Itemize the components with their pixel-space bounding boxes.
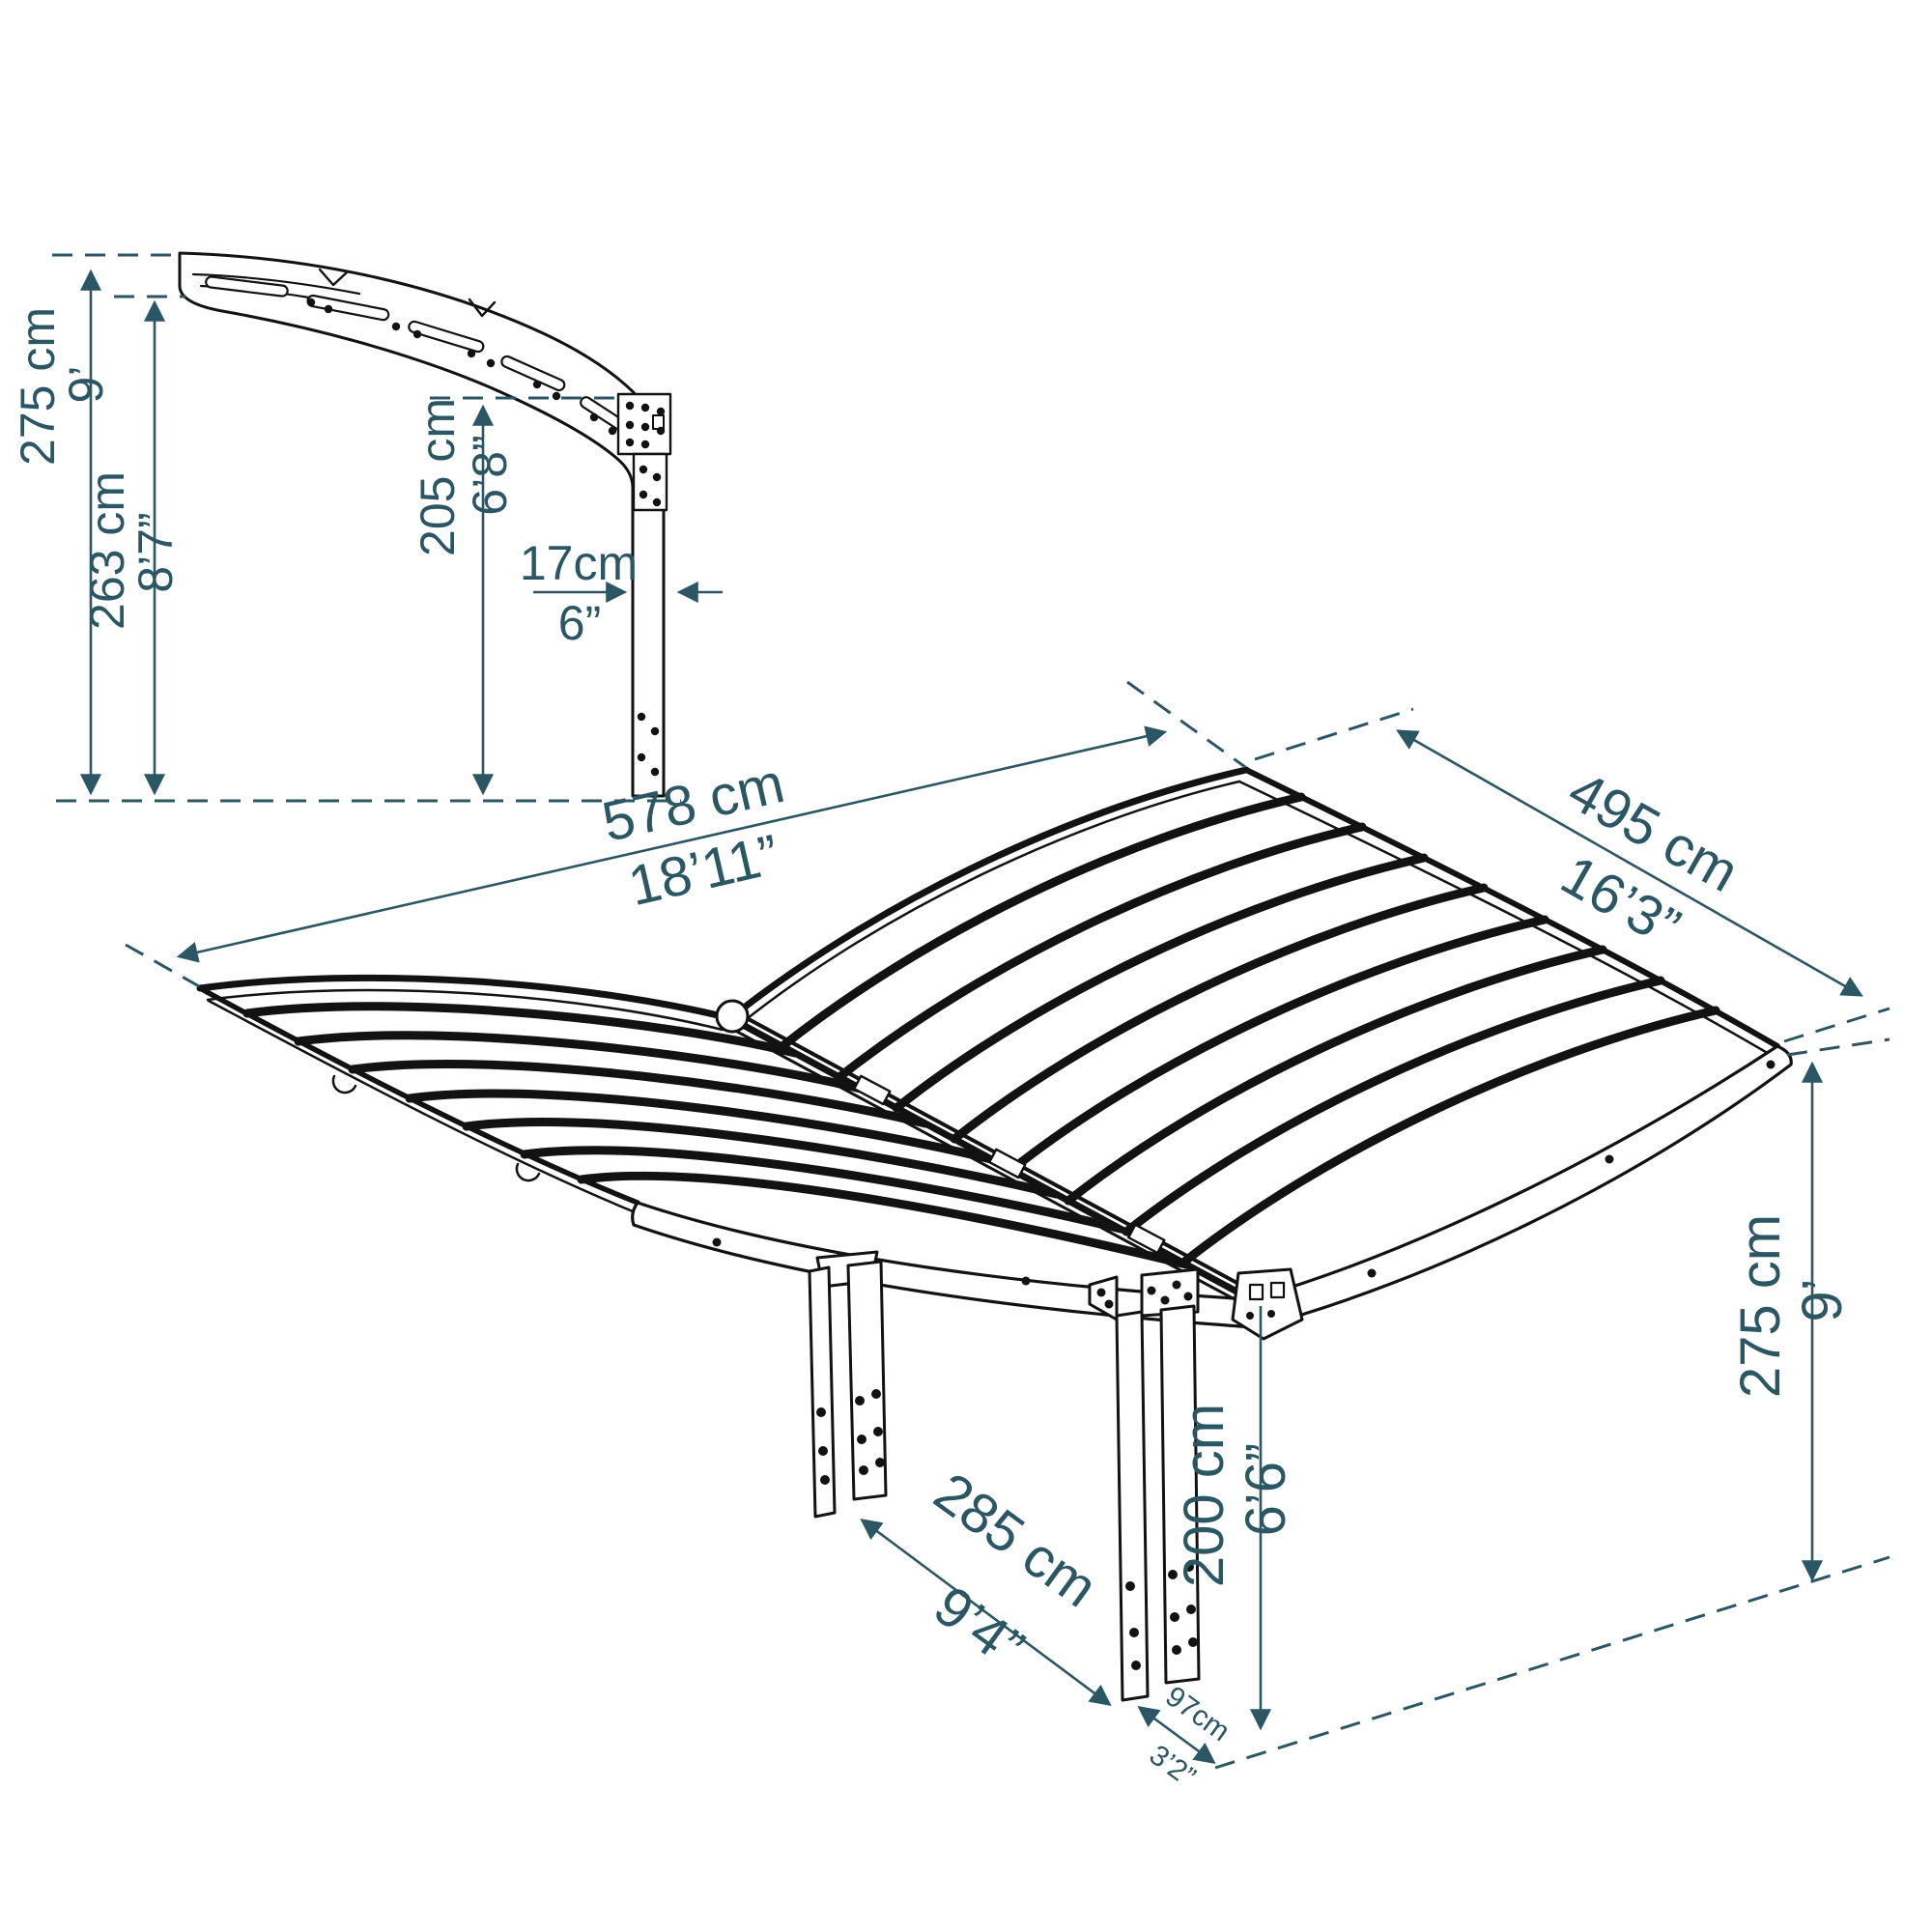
side-dim-total-height: 275 cm 9’ [11,269,113,796]
height-cm-label: 275 cm [1729,1214,1792,1398]
right-post-bolts [1125,1562,1198,1670]
height-imp-label: 9’ [1791,1278,1854,1321]
dash-left-tip [125,943,200,988]
left-eave-clip [515,1162,541,1182]
ridge-joint-disc [715,999,750,1034]
span-imp-label: 9’4” [923,1575,1035,1680]
right-post-front-leg [1115,1310,1150,1702]
ridge-clamp [1127,1223,1166,1255]
dim-height: 275 cm 9’ [1729,1061,1854,1582]
side-post-notch [652,414,665,430]
right-post-gusset-right [1140,1267,1200,1318]
side-bracket-lower [632,452,668,512]
post-imp-label: 6’6” [1235,1443,1297,1537]
dim-post-height: 200 cm 6’6” [1173,1306,1297,1731]
side-under-imp-label: 8’7” [128,512,183,592]
ridge-clamp [988,1148,1027,1179]
side-depth-imp-label: 6” [558,596,601,650]
dash-right-corner-lower [1786,1037,1890,1057]
side-sheet-line [191,272,361,296]
dash-ground [1214,1555,1890,1770]
dim-post-spacing: 285 cm 9’4” [860,1461,1112,1706]
base-cm-label: 97cm [1159,1680,1236,1747]
side-view: 275 cm 9’ 263 cm 8’7” 205 cm 6’8” 17cm 6… [11,251,723,803]
left-post [808,1250,888,1519]
dim-post-base: 97cm 3’2” [1137,1680,1236,1793]
ridge-beam [715,999,1257,1308]
center-front-bracket [1231,1267,1304,1341]
left-eave-clip [331,1074,357,1094]
left-panel-back-edge [196,974,734,1022]
side-beam-notch [318,268,349,287]
ridge-clamp [853,1074,892,1106]
side-under-cm-label: 263 cm [80,471,134,630]
left-panel-back-edge-inner [206,988,724,1032]
side-clear-imp-label: 6’8” [463,435,517,515]
right-post-back-leg [1159,1304,1201,1685]
left-panel-ribs [242,1002,1191,1269]
isometric-view: 578 cm 18’11” 495 cm 16’3” 275 cm 9’ 285… [125,680,1890,1793]
side-beam-slots [205,275,628,432]
side-dim-under-height: 263 cm 8’7” [80,299,183,796]
side-arch-profile [178,251,672,798]
side-dim-clearance-height: 205 cm 6’8” [411,398,517,796]
dash-top-corner-left [1126,680,1246,769]
side-beam-notch [468,298,497,318]
side-dim-post-depth: 17cm 6” [520,536,723,650]
dash-top-corner-right [1254,707,1414,761]
side-clear-cm-label: 205 cm [411,398,465,556]
left-panel-left-eave [197,985,640,1206]
left-post-front-leg [808,1265,837,1519]
side-total-cm-label: 275 cm [11,307,65,466]
right-post [1088,1267,1201,1702]
dash-right-corner-upper [1783,1007,1890,1043]
post-cm-label: 200 cm [1173,1404,1236,1587]
left-panel-left-eave-inner [207,999,635,1213]
side-depth-cm-label: 17cm [520,536,638,590]
left-post-bolts [816,1389,885,1485]
side-total-imp-label: 9’ [59,366,113,404]
